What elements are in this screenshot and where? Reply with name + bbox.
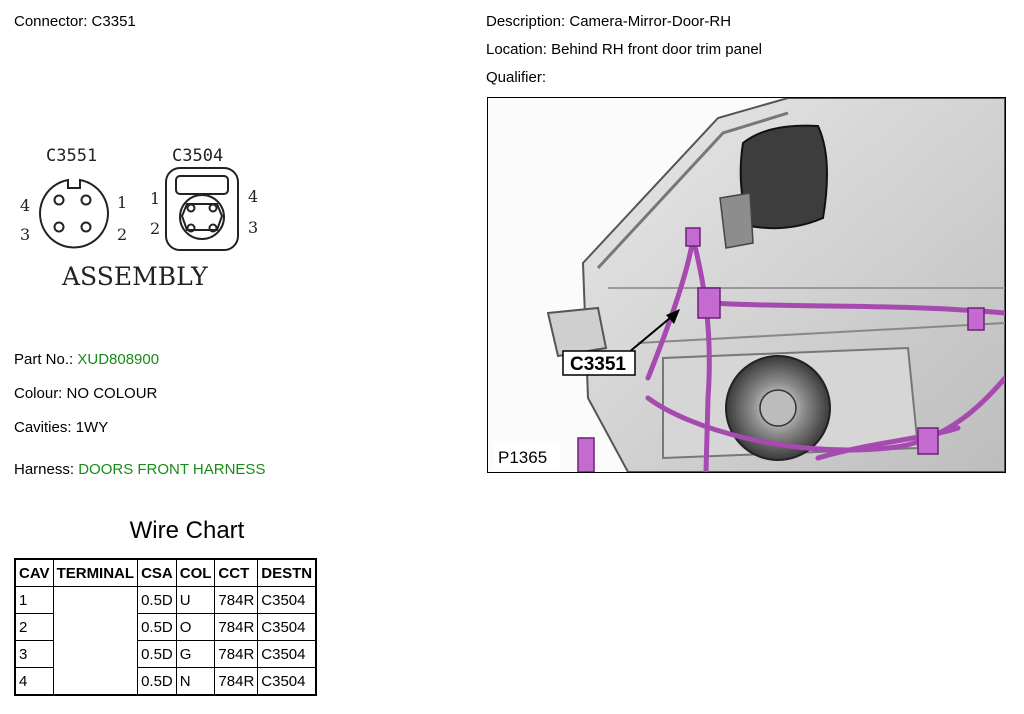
- wire-chart-title: Wire Chart: [129, 517, 245, 544]
- cell-cct: 784R: [214, 586, 259, 614]
- cell-terminal: [52, 586, 139, 696]
- description-label: Description:: [486, 13, 566, 30]
- right-pin-4: 4: [248, 187, 258, 206]
- header-col: COL: [175, 558, 216, 587]
- description-field: Description: Camera-Mirror-Door-RH: [486, 13, 731, 30]
- table-row: 2 0.5D O 784R C3504: [14, 613, 317, 641]
- colour-field: Colour: NO COLOUR: [14, 385, 157, 402]
- table-row: 1 0.5D U 784R C3504: [14, 586, 317, 696]
- assembly-left-connector-label: C3551: [46, 146, 97, 166]
- header-terminal: TERMINAL: [52, 558, 139, 587]
- photo-callout-label: C3351: [570, 354, 626, 375]
- cell-destn: C3504: [257, 586, 317, 614]
- colour-label: Colour:: [14, 385, 63, 402]
- cell-destn: C3504: [257, 640, 317, 668]
- header-cct: CCT: [214, 558, 259, 587]
- qualifier-label: Qualifier:: [486, 69, 547, 86]
- right-pin-2: 2: [150, 219, 160, 238]
- description-value: Camera-Mirror-Door-RH: [569, 13, 732, 30]
- assembly-title: ASSEMBLY: [61, 262, 208, 291]
- cell-cct: 784R: [214, 640, 259, 668]
- cell-csa: 0.5D: [137, 667, 177, 696]
- cavities-label: Cavities:: [14, 419, 72, 436]
- cell-destn: C3504: [257, 613, 317, 641]
- connector-face-left: [39, 178, 109, 249]
- cell-csa: 0.5D: [137, 640, 177, 668]
- cavities-field: Cavities: 1WY: [14, 419, 108, 436]
- harness-field: Harness: DOORS FRONT HARNESS: [14, 461, 265, 478]
- location-photo: C3351 P1365: [487, 97, 1006, 473]
- part-no-field: Part No.: XUD808900: [14, 351, 159, 368]
- location-field: Location: Behind RH front door trim pane…: [486, 41, 762, 58]
- cavities-value: 1WY: [75, 419, 109, 436]
- cell-destn: C3504: [257, 667, 317, 696]
- header-cav: CAV: [14, 558, 54, 587]
- left-pin-2: 2: [117, 225, 127, 244]
- cell-cct: 784R: [214, 667, 259, 696]
- photo-code: P1365: [498, 448, 547, 467]
- harness-link[interactable]: DOORS FRONT HARNESS: [78, 461, 266, 478]
- assembly-right-connector-label: C3504: [172, 146, 223, 166]
- cell-cct: 784R: [214, 613, 259, 641]
- cell-csa: 0.5D: [137, 586, 177, 614]
- right-pin-3: 3: [248, 218, 258, 237]
- cell-cav: 3: [14, 640, 54, 668]
- connector-label: Connector:: [14, 13, 88, 30]
- table-row: 4 0.5D N 784R C3504: [14, 667, 317, 696]
- location-label: Location:: [486, 41, 547, 58]
- wire-chart-header-row: CAV TERMINAL CSA COL CCT DESTN: [14, 558, 317, 587]
- cell-cav: 4: [14, 667, 54, 696]
- connector-value: C3351: [91, 13, 136, 30]
- harness-label: Harness:: [14, 461, 75, 478]
- cell-col: U: [175, 586, 216, 614]
- colour-value: NO COLOUR: [66, 385, 158, 402]
- header-destn: DESTN: [257, 558, 317, 587]
- door-illustration: C3351 P1365: [494, 98, 1005, 472]
- location-value: Behind RH front door trim panel: [551, 41, 762, 58]
- cell-cav: 1: [14, 586, 54, 614]
- part-no-link[interactable]: XUD808900: [77, 351, 160, 368]
- cell-csa: 0.5D: [137, 613, 177, 641]
- assembly-diagram: C3551 C3504 4 1 3 2 1 2 4 3 ASSEMBLY: [20, 146, 258, 291]
- right-pin-1: 1: [150, 189, 160, 208]
- cell-col: N: [175, 667, 216, 696]
- left-pin-4: 4: [20, 196, 30, 215]
- wire-chart-table: CAV TERMINAL CSA COL CCT DESTN 1 0.5D U …: [14, 558, 318, 696]
- header-csa: CSA: [137, 558, 177, 587]
- left-pin-3: 3: [20, 225, 30, 244]
- table-row: 3 0.5D G 784R C3504: [14, 640, 317, 668]
- part-no-label: Part No.:: [14, 351, 74, 368]
- left-pin-1: 1: [117, 193, 127, 212]
- qualifier-field: Qualifier:: [486, 69, 546, 86]
- cell-col: G: [175, 640, 216, 668]
- connector-face-right: [165, 167, 239, 251]
- connector-field: Connector: C3351: [14, 13, 136, 30]
- cell-cav: 2: [14, 613, 54, 641]
- cell-col: O: [175, 613, 216, 641]
